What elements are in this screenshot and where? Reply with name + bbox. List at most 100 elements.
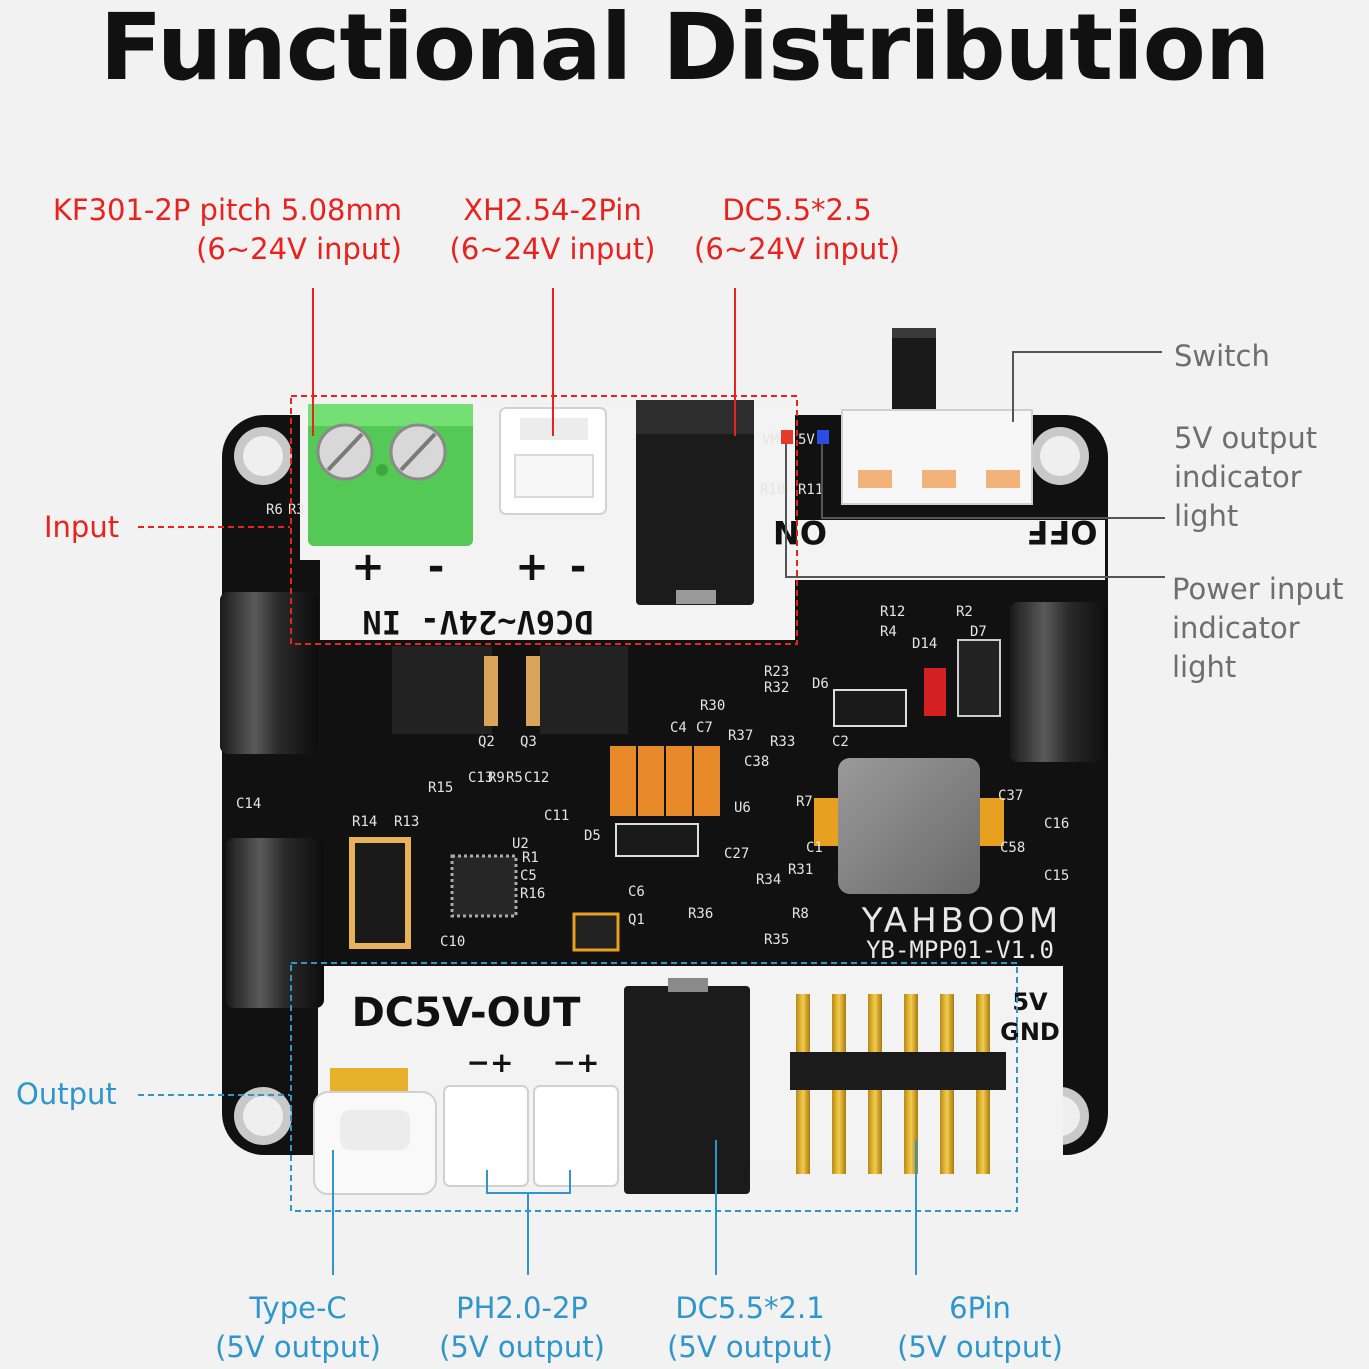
designators: R6 R3 R10 R11 VM 5V R12 R2 R4 D14 D7 Q2 … [236,432,1069,950]
designator: R23 [764,664,789,680]
mosfet-q1 [572,912,620,952]
output-ph-name: PH2.0-2P [456,1291,588,1325]
input-kf301-label: KF301-2P pitch 5.08mm (6~24V input) [0,191,402,269]
output-6pin-label: 6Pin (5V output) [880,1289,1080,1367]
pin-header [790,994,1006,1174]
designator: C4 [670,720,687,736]
designator: C12 [524,770,549,786]
input-xh-label: XH2.54-2Pin (6~24V input) [430,191,675,269]
output-indicator-line: indicator [1174,460,1302,494]
designator: D7 [970,624,987,640]
designator: R7 [796,794,813,810]
power-indicator-label: Power input indicator light [1172,570,1344,687]
input-kf301-name: KF301-2P pitch 5.08mm [52,193,402,227]
input-dc-name: DC5.5*2.5 [722,193,872,227]
silk-ph-polarity-2: −+ [553,1046,600,1079]
designator: U6 [734,800,751,816]
power-indicator-line: indicator [1172,611,1300,645]
output-indicator-line: 5V output [1174,421,1318,455]
designator: R13 [394,814,419,830]
designator: R10 [760,482,785,498]
designator: R33 [770,734,795,750]
designator: C58 [1000,840,1025,856]
designator: C10 [440,934,465,950]
output-typec-label: Type-C (5V output) [198,1289,398,1367]
designator: C13 [468,770,493,786]
terminal-block [308,404,473,546]
designator: R30 [700,698,725,714]
designator: R1 [522,850,539,866]
output-ph-spec: (5V output) [439,1330,605,1364]
silk-switch-on: ON [773,513,827,551]
diode-d5 [615,823,699,857]
diode-d7 [957,639,1001,717]
silk-pin-5v: 5V [1012,988,1048,1016]
designator: D5 [584,828,601,844]
input-side-label: Input [44,510,120,544]
output-dc-name: DC5.5*2.1 [675,1291,825,1325]
designator: R36 [688,906,713,922]
dc-jack-output [624,978,750,1194]
output-indicator-line: light [1174,499,1239,533]
designator: R35 [764,932,789,948]
mosfet-q2 [392,646,492,734]
designator: R12 [880,604,905,620]
ph-connectors [443,1085,619,1187]
output-6pin-spec: (5V output) [897,1330,1063,1364]
designator: C7 [696,720,713,736]
designator: R14 [352,814,377,830]
designator: 5V [798,432,815,448]
designator: R16 [520,886,545,902]
shunt-resistor [349,837,411,949]
type-c-connector [313,1068,437,1195]
designator: R11 [798,482,823,498]
input-dc-spec: (6~24V input) [694,232,900,266]
output-ph-label: PH2.0-2P (5V output) [422,1289,622,1367]
designator: C2 [832,734,849,750]
slide-switch [841,328,1033,505]
designator: C15 [1044,868,1069,884]
silk-output-label: DC5V-OUT [352,990,582,1036]
input-xh-name: XH2.54-2Pin [463,193,642,227]
silk-plus-2: + [515,544,549,590]
designator: C14 [236,796,261,812]
output-typec-spec: (5V output) [215,1330,381,1364]
designator: R31 [788,862,813,878]
input-highlight-box [290,395,798,645]
board-model: YB-MPP01-V1.0 [866,936,1054,964]
designator: C37 [998,788,1023,804]
input-dc-label: DC5.5*2.5 (6~24V input) [672,191,922,269]
diode-d14 [924,668,946,716]
power-indicator-line: light [1172,650,1237,684]
silk-input-label: DC6V~24V- IN [362,603,593,641]
designator: VM [762,432,779,448]
designator: C27 [724,846,749,862]
output-side-label: Output [16,1077,117,1111]
power-indicator-line: Power input [1172,572,1344,606]
output-dc-label: DC5.5*2.1 (5V output) [650,1289,850,1367]
output-leader-lines [138,1094,917,1275]
designator: U2 [512,836,529,852]
controller-ic [450,854,518,918]
diode-d6 [833,689,907,727]
input-leader-lines [138,288,736,528]
designator: C6 [628,884,645,900]
inductor [838,758,980,894]
designator: R3 [288,502,305,518]
designator: C5 [520,868,537,884]
designator: C38 [744,754,769,770]
designator: R6 [266,502,283,518]
capacitor-left-bottom [226,838,324,1008]
input-kf301-spec: (6~24V input) [196,232,402,266]
dc-jack-input [636,400,754,605]
designator: R32 [764,680,789,696]
output-dc-spec: (5V output) [667,1330,833,1364]
input-xh-spec: (6~24V input) [449,232,656,266]
output-highlight-box [290,962,1018,1212]
designator: R8 [792,906,809,922]
indicator-leader-lines [785,351,1165,578]
designator: R37 [728,728,753,744]
silk-pin-gnd: GND [1000,1018,1060,1046]
designator: Q1 [628,912,645,928]
